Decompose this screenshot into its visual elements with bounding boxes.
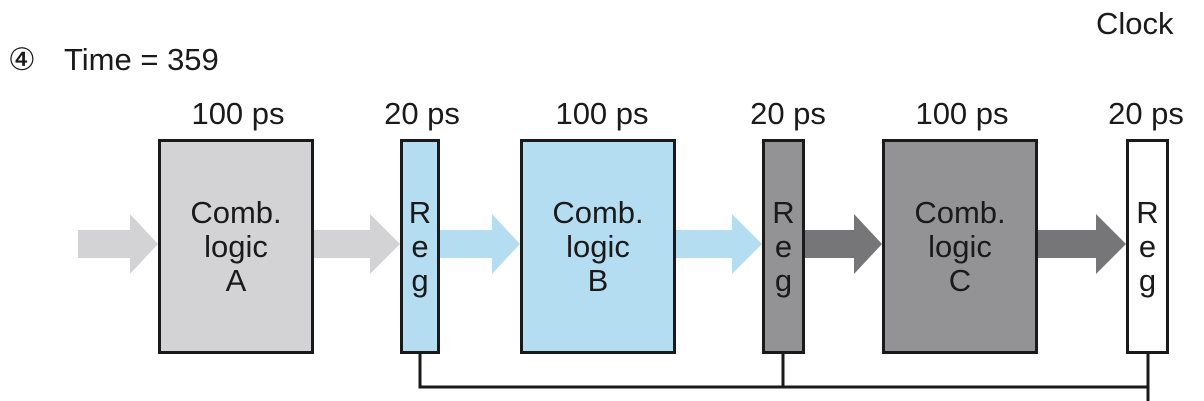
comb-logic-a: Comb. logic A (158, 139, 314, 354)
time-label: Time = 359 (64, 42, 219, 77)
input-arrow (78, 214, 158, 274)
clock-wire (418, 354, 1150, 401)
register-1-letter-g: g (411, 262, 429, 298)
register-1-letter-r: R (408, 194, 432, 230)
register-2-letter-e: e (774, 228, 793, 264)
step-marker: ④ (8, 42, 36, 77)
arrow-logic-c-to-reg-3 (1038, 214, 1126, 274)
comb-logic-c-line-2: logic (928, 228, 992, 264)
comb-logic-b-line-3: B (587, 262, 609, 298)
delay-label-reg-2: 20 ps (750, 96, 826, 131)
comb-logic-c-line-1: Comb. (914, 194, 1006, 230)
comb-logic-a-line-1: Comb. (190, 194, 282, 230)
register-3-letter-g: g (1138, 262, 1157, 298)
arrow-reg-1-to-logic-b (440, 214, 520, 274)
delay-label-logic-b: 100 ps (555, 96, 649, 131)
delay-label-reg-1: 20 ps (384, 96, 460, 131)
comb-logic-a-line-2: logic (204, 228, 268, 264)
register-1-letter-e: e (411, 228, 429, 264)
arrow-logic-b-to-reg-2 (676, 214, 762, 274)
register-2-letter-g: g (774, 262, 793, 298)
register-3: R e g (1126, 139, 1169, 354)
register-2: R e g (762, 139, 805, 354)
comb-logic-c: Comb. logic C (882, 139, 1038, 354)
comb-logic-c-line-3: C (948, 262, 972, 298)
delay-label-logic-c: 100 ps (915, 96, 1009, 131)
comb-logic-b-line-2: logic (566, 228, 630, 264)
register-1: R e g (400, 139, 440, 354)
register-3-letter-r: R (1136, 194, 1159, 230)
arrow-reg-2-to-logic-c (805, 214, 882, 274)
register-2-letter-r: R (772, 194, 795, 230)
arrow-logic-a-to-reg-1 (314, 214, 400, 274)
clock-label: Clock (1096, 6, 1174, 41)
delay-label-reg-3: 20 ps (1108, 96, 1184, 131)
comb-logic-b: Comb. logic B (520, 139, 676, 354)
register-3-letter-e: e (1138, 228, 1157, 264)
delay-label-logic-a: 100 ps (191, 96, 285, 131)
comb-logic-b-line-1: Comb. (552, 194, 644, 230)
comb-logic-a-line-3: A (225, 262, 247, 298)
